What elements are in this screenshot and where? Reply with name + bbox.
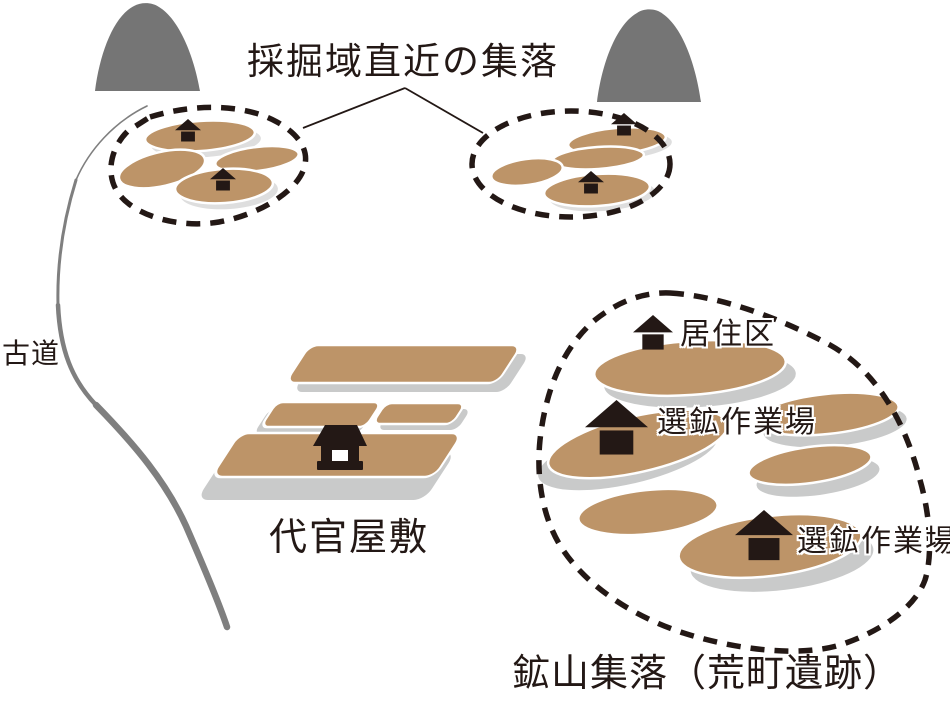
pointer-line-left: [302, 87, 406, 129]
terrace: [262, 400, 381, 429]
magistrate-house-icon: [313, 425, 367, 470]
terrace: [490, 156, 564, 188]
mining-settlement: [536, 290, 933, 654]
label-ore-dressing-workshop-upper: 選鉱作業場: [657, 406, 817, 439]
terrace: [592, 338, 788, 398]
settlement-boundary: [108, 104, 309, 227]
terrace: [373, 401, 465, 426]
terrace: [550, 145, 646, 171]
terrace: [747, 443, 873, 487]
settlement-left: [108, 104, 309, 227]
magistrate-residence-site: [201, 343, 526, 500]
mountain-icon: [95, 3, 200, 91]
mountain-icon: [597, 9, 701, 103]
terrace: [577, 487, 719, 537]
settlement-boundary: [536, 290, 933, 654]
old-road-path: [55, 105, 231, 631]
settlement-right: [469, 108, 673, 220]
pointer-line-right: [404, 87, 484, 134]
terrace: [287, 343, 520, 385]
terrace: [143, 119, 257, 153]
label-mining-settlement: 鉱山集落（荒町遺跡）: [512, 653, 903, 695]
label-ore-dressing-workshop-lower: 選鉱作業場: [797, 525, 950, 558]
title-near-mine-settlements: 採掘域直近の集落: [247, 41, 559, 82]
label-old-road: 古道: [2, 338, 61, 369]
label-magistrate-residence: 代官屋敷: [269, 517, 430, 559]
terrace: [754, 391, 900, 437]
label-residential-area: 居住区: [680, 318, 776, 351]
settlement-boundary: [469, 108, 673, 220]
